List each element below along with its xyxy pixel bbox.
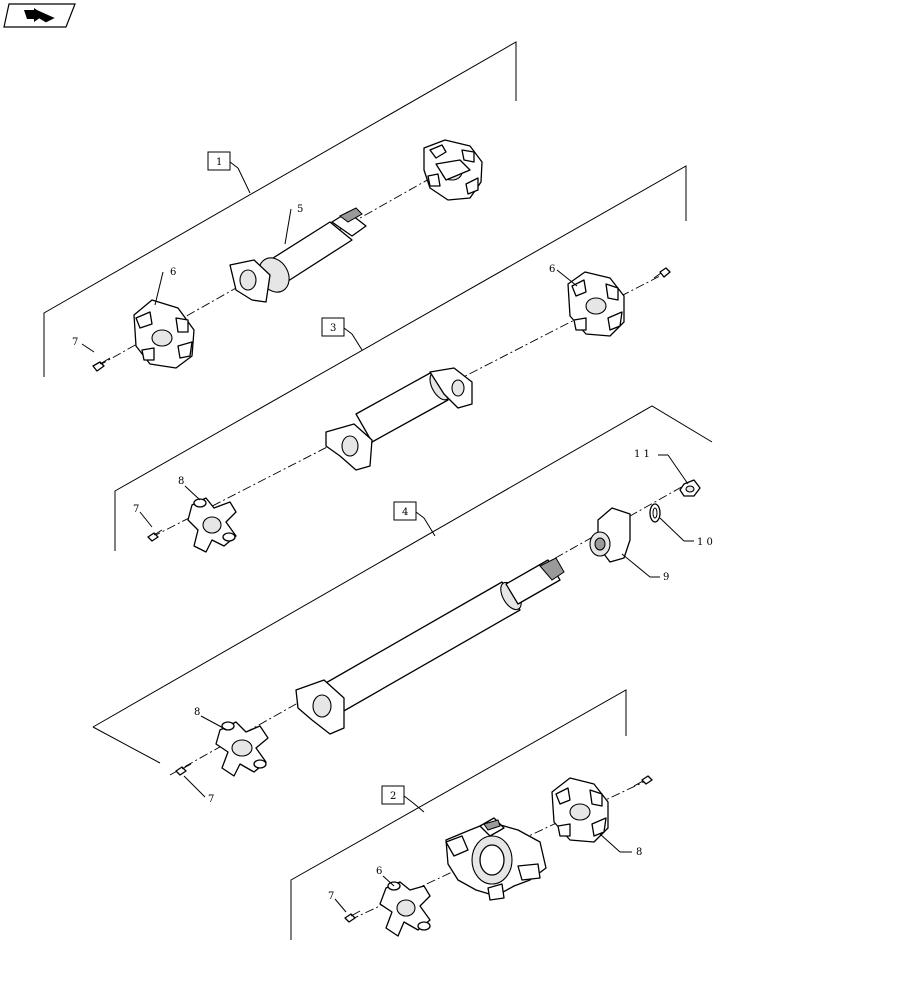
assembly-group-1: 1 5 6 7 [43, 41, 517, 377]
drive-shaft-assembly-3 [325, 367, 473, 471]
callout-3: 3 [321, 317, 363, 351]
drive-shaft-assembly-4 [295, 557, 565, 735]
bolt-part-7-bottom-right [633, 775, 653, 787]
bolt-part-7-mid [147, 529, 163, 542]
svg-text:6: 6 [549, 264, 555, 275]
label-part-10: 1 0 [659, 517, 713, 548]
svg-text:8: 8 [194, 707, 200, 718]
cross-journal-part-6-bottom [379, 881, 431, 937]
drive-shaft-part-5 [229, 207, 367, 303]
label-part-7-lower: 7 [183, 775, 214, 805]
cross-journal-part-8 [187, 497, 237, 553]
label-part-7-bottom: 7 [328, 891, 347, 913]
universal-joint-part-8-bottom [551, 777, 609, 843]
double-yoke-center [445, 817, 547, 901]
callout-4: 4 [393, 501, 436, 537]
universal-joint-part-6-right [567, 271, 625, 337]
bolt-part-7-right [653, 267, 671, 279]
svg-text:8: 8 [636, 847, 642, 858]
svg-text:8: 8 [178, 476, 184, 487]
svg-text:7: 7 [208, 794, 214, 805]
label-part-8-bottom: 8 [599, 833, 642, 858]
label-part-8-mid: 8 [178, 476, 201, 501]
svg-text:7: 7 [72, 337, 78, 348]
label-part-6-bottom: 6 [376, 866, 395, 887]
assembly-group-4: 4 1 1 1 0 9 8 7 [92, 405, 713, 805]
svg-text:4: 4 [402, 507, 408, 518]
svg-text:2: 2 [390, 791, 396, 802]
svg-text:6: 6 [170, 267, 176, 278]
svg-text:1 0: 1 0 [697, 537, 713, 548]
svg-text:7: 7 [133, 504, 139, 515]
callout-1: 1 [207, 151, 251, 194]
back-arrow-icon[interactable] [3, 3, 76, 28]
bolt-part-7-lower [175, 763, 192, 776]
label-part-7-mid: 7 [133, 504, 153, 528]
assembly-group-2: 2 8 6 7 [290, 689, 653, 940]
svg-text:1: 1 [216, 157, 222, 168]
cross-journal-part-8-lower [215, 721, 269, 777]
svg-text:9: 9 [663, 572, 669, 583]
yoke-assembly-right [423, 139, 483, 201]
svg-text:3: 3 [330, 323, 336, 334]
svg-text:1 1: 1 1 [634, 449, 650, 460]
label-part-8-lower: 8 [194, 707, 228, 731]
svg-text:7: 7 [328, 891, 334, 902]
svg-text:5: 5 [297, 204, 303, 215]
label-part-6-right: 6 [549, 264, 578, 287]
label-part-5: 5 [284, 204, 303, 245]
nut-part-11 [679, 479, 701, 497]
washer-part-10 [649, 503, 661, 523]
bolt-part-7 [92, 357, 111, 372]
assembly-group-3: 3 6 8 7 [114, 165, 687, 553]
label-part-11: 1 1 [634, 449, 689, 485]
svg-text:6: 6 [376, 866, 382, 877]
label-part-6-top: 6 [154, 267, 176, 306]
bolt-part-7-bottom-left [344, 910, 361, 923]
label-part-9: 9 [621, 553, 669, 583]
callout-2: 2 [381, 785, 425, 813]
flange-yoke-part-9 [589, 507, 631, 563]
universal-joint-part-6 [133, 299, 195, 369]
label-part-7-top: 7 [72, 337, 95, 353]
